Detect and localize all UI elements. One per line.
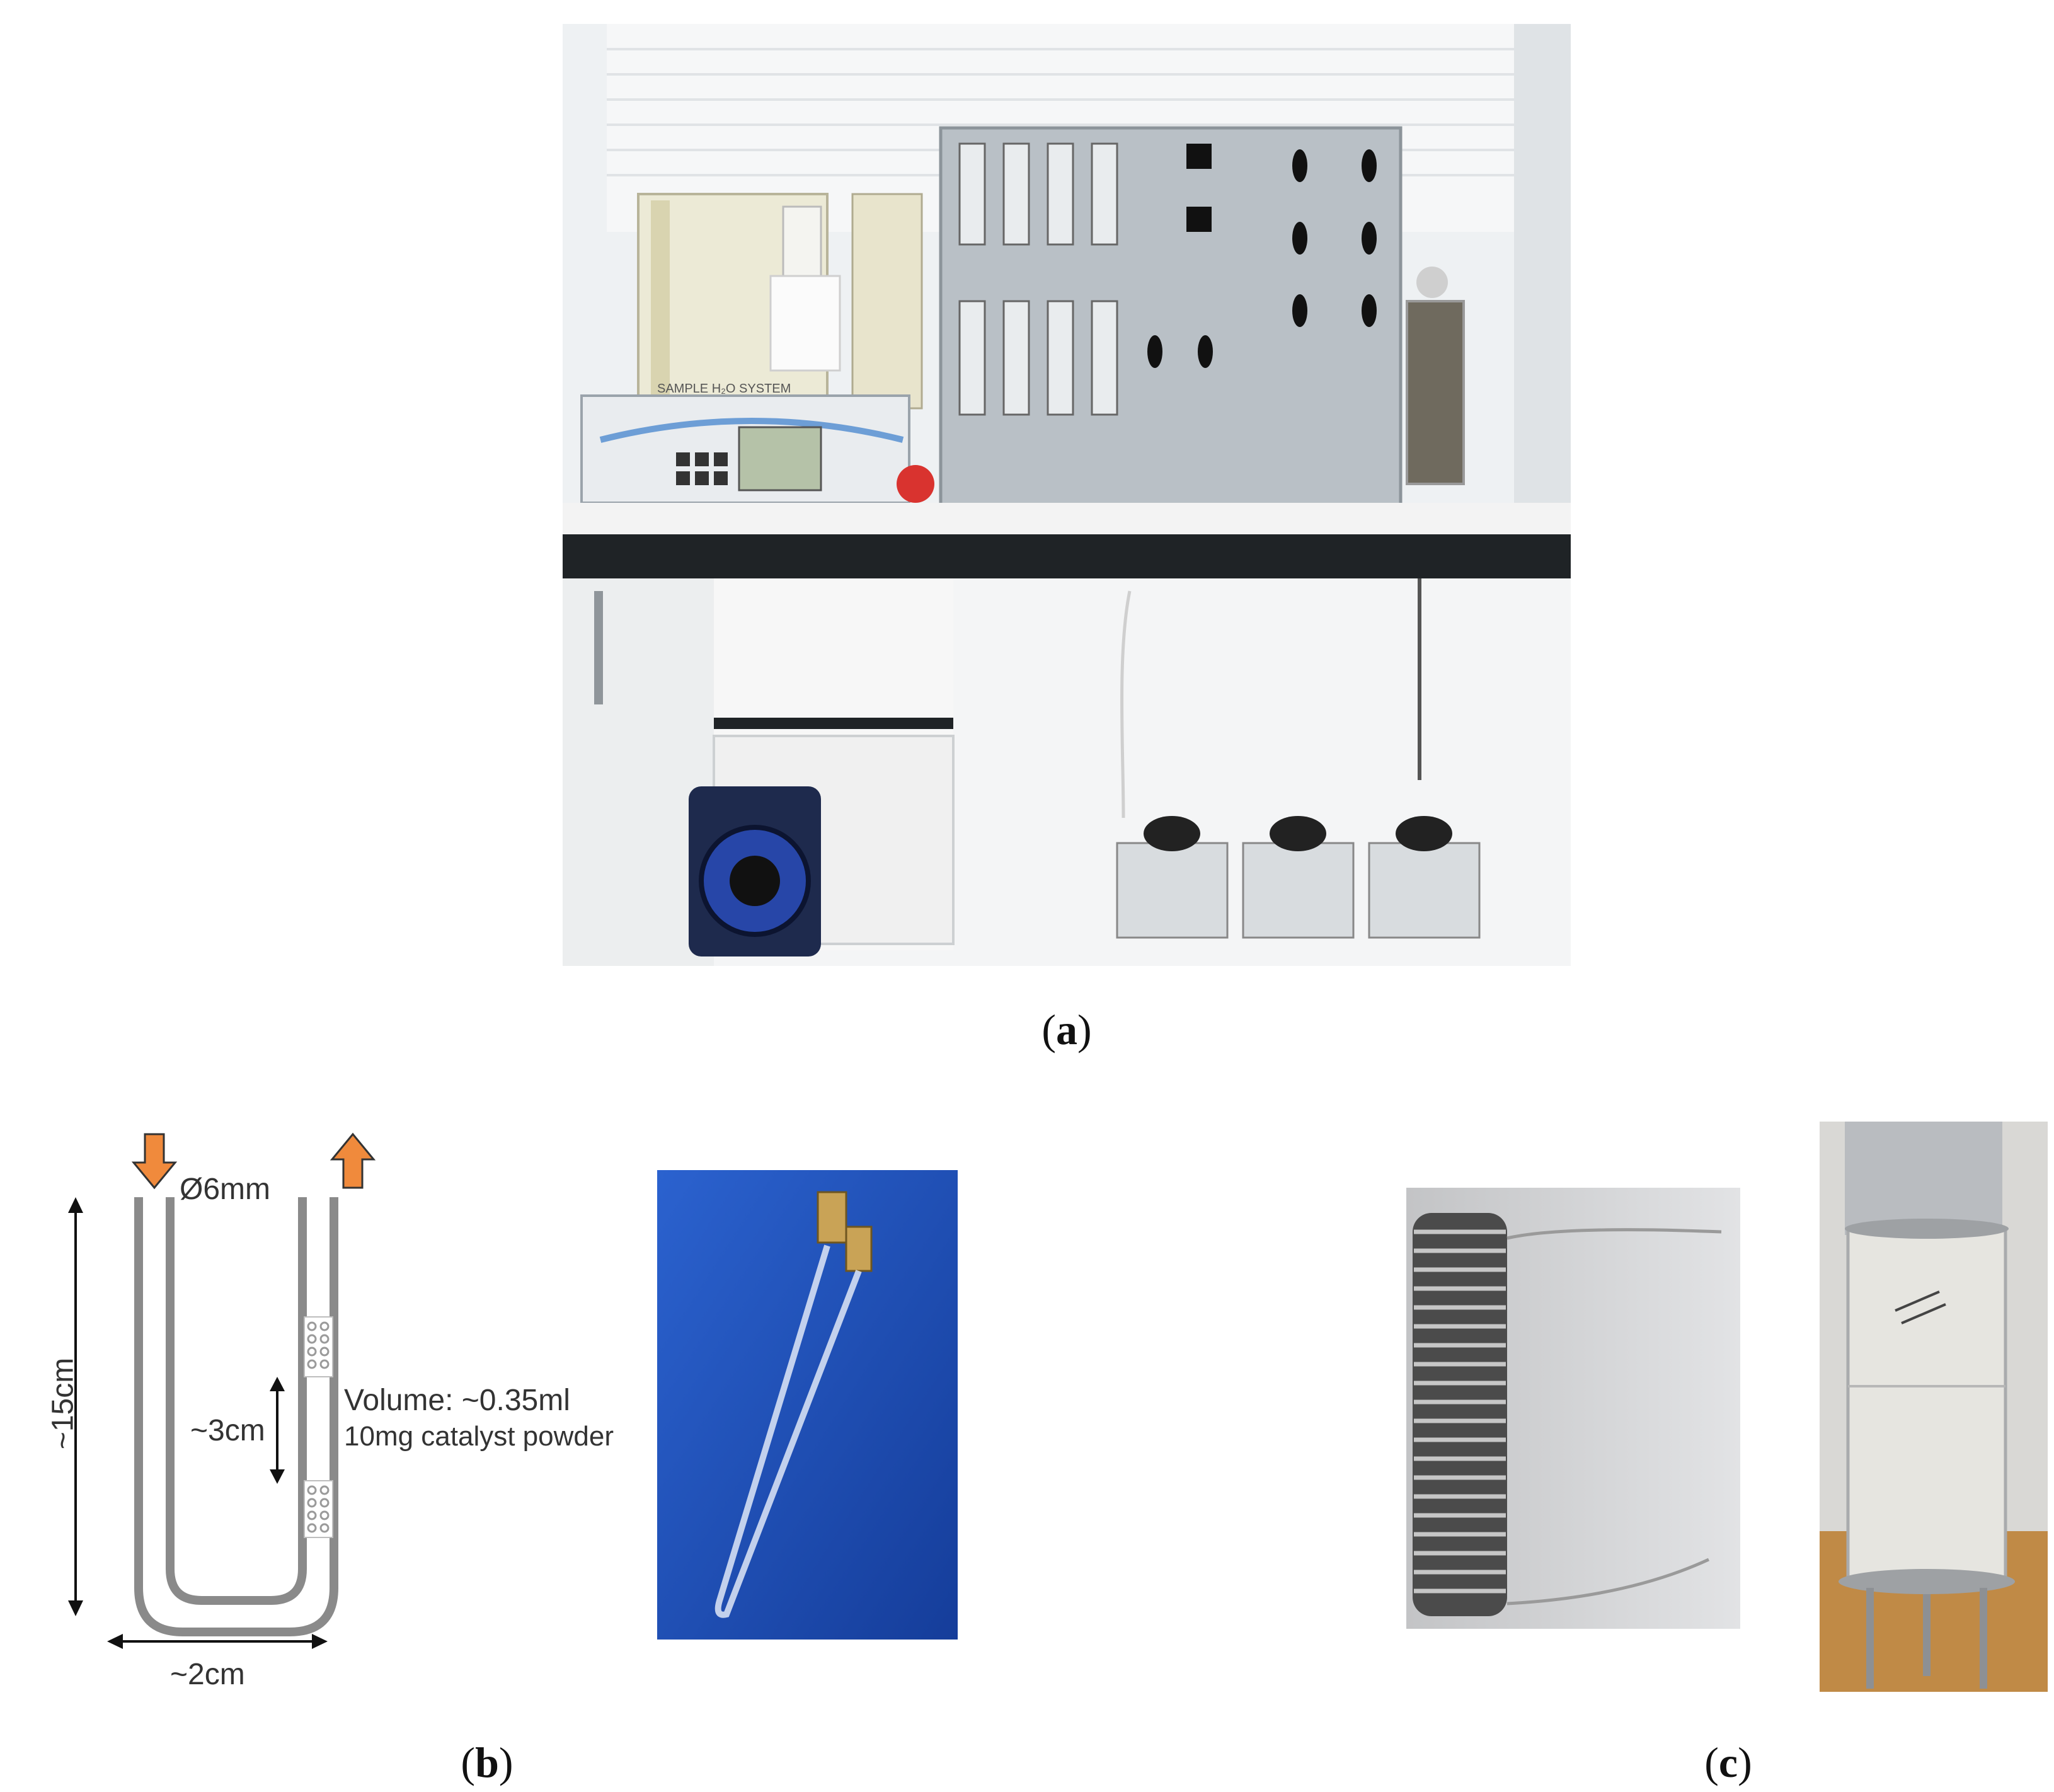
panel-a-label: (a) [1041,1006,1092,1054]
height-label: ~15cm [46,1357,80,1450]
catalyst-bed-icon [304,1316,333,1538]
bed-length-label: ~3cm [190,1414,265,1447]
panel-c-coil-photo [1406,1188,1740,1629]
diameter-label: Ø6mm [180,1173,270,1206]
up-arrow-icon [330,1132,376,1189]
volume-label: Volume: ~0.35ml [344,1384,570,1417]
panel-a-photo: SAMPLE H₂O SYSTEM [563,24,1571,966]
rig-plate-text: SAMPLE H₂O SYSTEM [657,382,791,396]
panel-b-tube-photo [657,1170,958,1640]
down-arrow-icon [131,1133,178,1190]
panel-b-schematic: Ø6mm ~15cm ~3cm ~2cm Volume: ~0.35ml 10m… [38,1109,662,1701]
panel-c-reactor-photo [1820,1122,2048,1692]
catalyst-label: 10mg catalyst powder [344,1421,614,1452]
panel-b-label: (b) [461,1738,514,1786]
width-label: ~2cm [170,1658,245,1691]
panel-c-label: (c) [1704,1738,1752,1786]
